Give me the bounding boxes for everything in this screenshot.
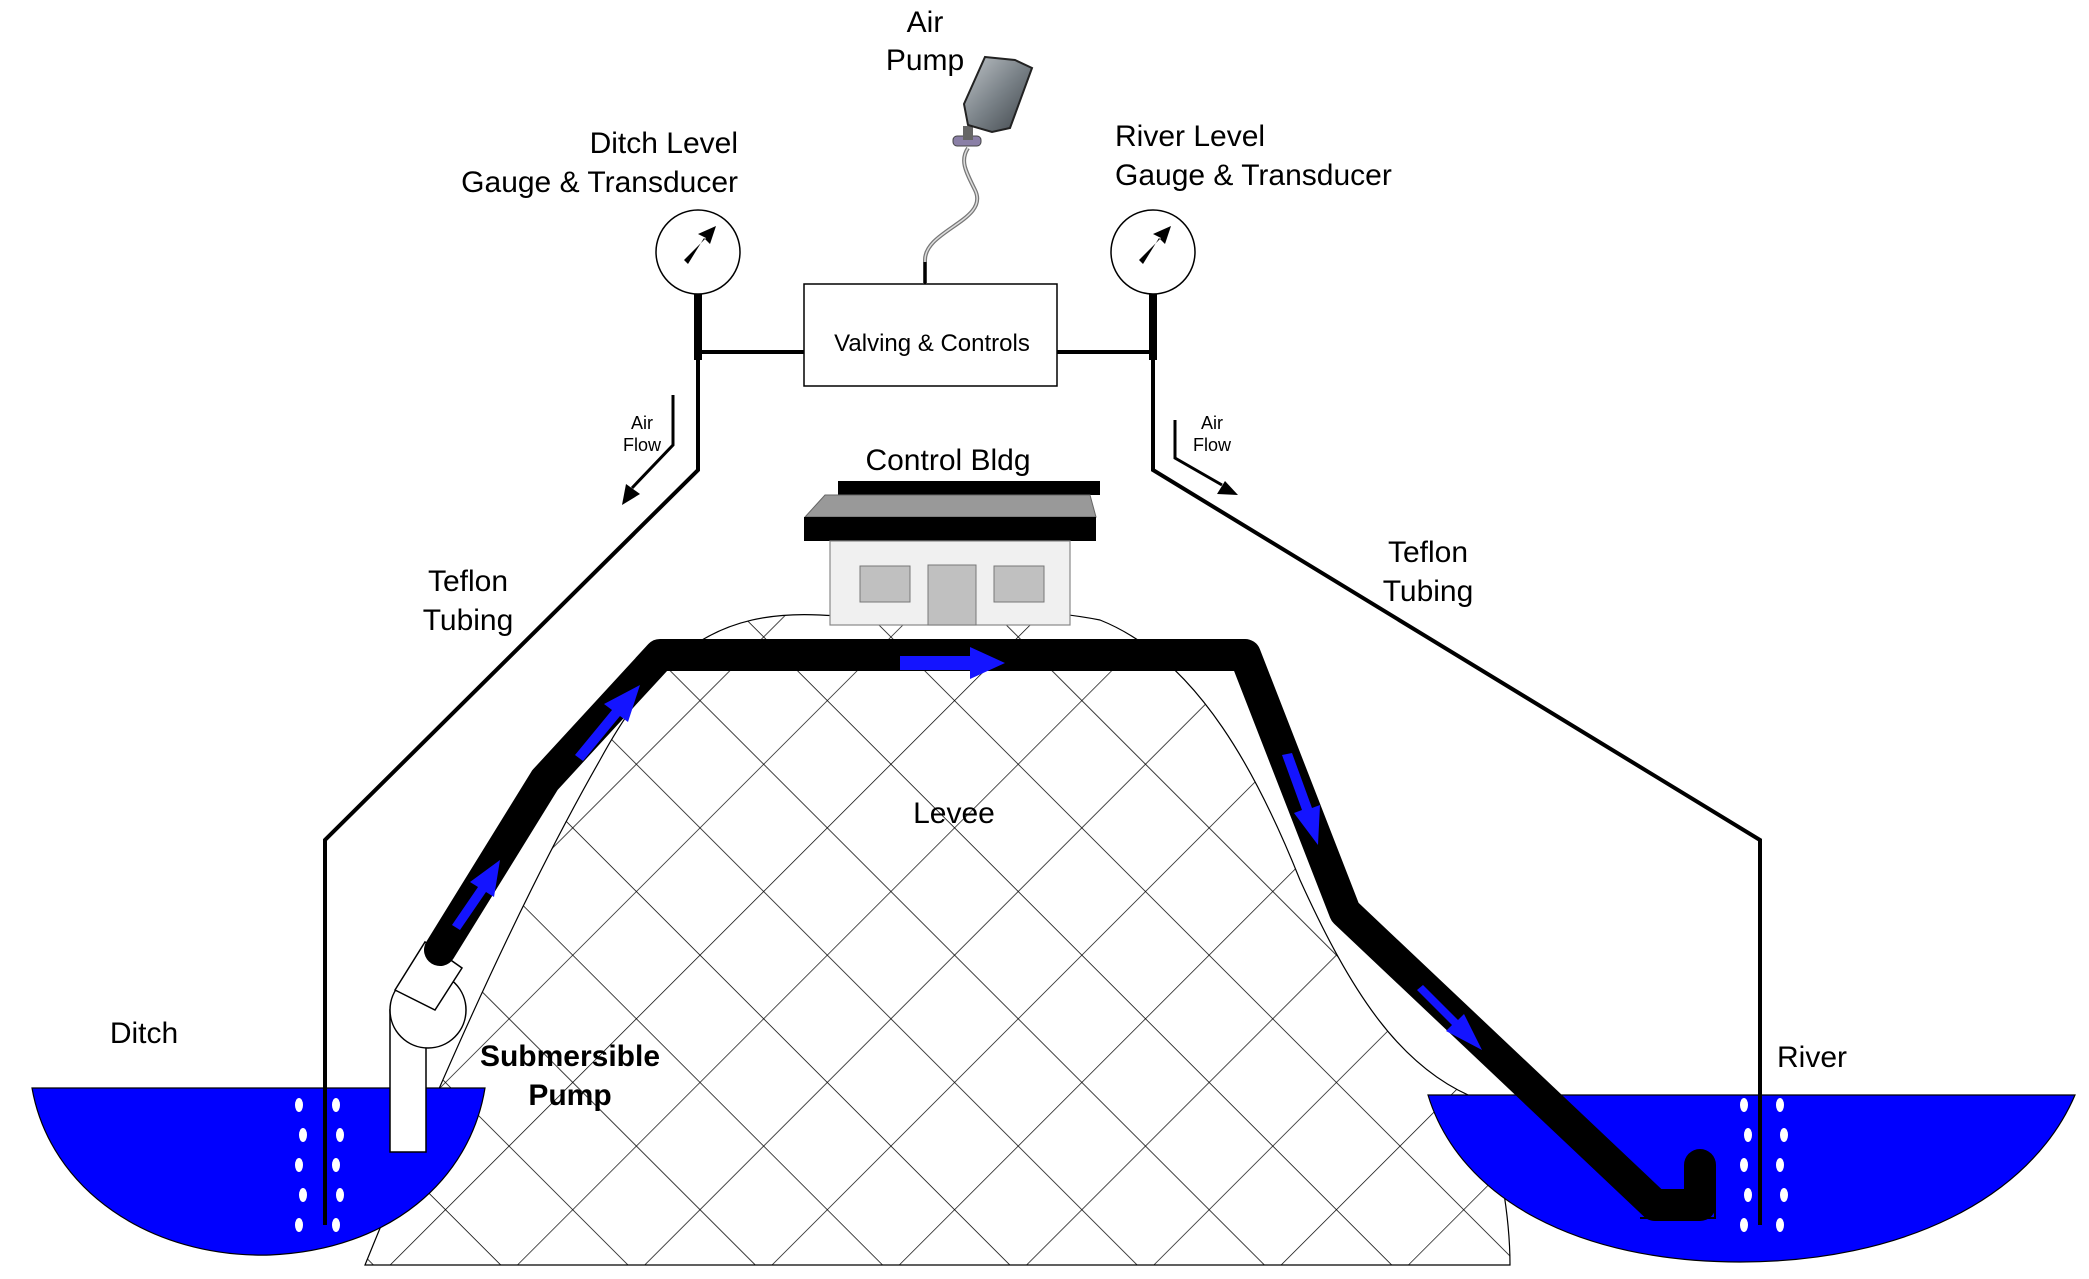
air-flow-label-right-line1: Air <box>1201 413 1223 433</box>
levee-mound <box>364 610 1511 1266</box>
air-bubble <box>295 1218 303 1232</box>
teflon-tubing-right-line1: Teflon <box>1388 536 1468 569</box>
building-door <box>927 564 977 626</box>
flow-arrow-2 <box>575 685 640 761</box>
air-pump-label-line2: Pump <box>886 44 964 77</box>
air-bubble <box>1776 1098 1784 1112</box>
submersible-pump[interactable] <box>389 940 467 1153</box>
ditch-water[interactable] <box>31 1087 486 1256</box>
discharge-pipe-outlet <box>1640 1170 1716 1219</box>
flow-arrow-1 <box>452 860 500 930</box>
air-bubble <box>1744 1128 1752 1142</box>
air-bubble <box>295 1158 303 1172</box>
control-building[interactable] <box>803 481 1100 626</box>
ditch-gauge-label-line1: Ditch Level <box>590 127 738 160</box>
air-flow-arrowhead-right <box>1217 481 1238 495</box>
flow-arrow-5 <box>1417 985 1482 1050</box>
air-bubble <box>336 1128 344 1142</box>
air-flow-arrowhead-left <box>622 484 640 505</box>
air-bubble <box>1744 1188 1752 1202</box>
ditch-level-gauge[interactable] <box>655 209 741 360</box>
air-bubble <box>1740 1158 1748 1172</box>
river-air-bubbles <box>1740 1098 1788 1232</box>
diagram-labels: Air Pump Ditch Level Gauge & Transducer … <box>110 6 1847 1112</box>
river-water[interactable] <box>1427 1094 2076 1263</box>
air-pump-label-line1: Air <box>907 6 944 39</box>
river-level-gauge[interactable] <box>1110 209 1196 360</box>
flow-arrow-3 <box>900 647 1005 679</box>
submersible-pump-label-line1: Submersible <box>480 1040 660 1073</box>
air-bubble <box>1776 1218 1784 1232</box>
air-bubble <box>332 1218 340 1232</box>
air-bubble <box>1780 1188 1788 1202</box>
air-pump-icon <box>962 55 1034 134</box>
building-window-left <box>859 565 911 603</box>
ditch-air-bubbles <box>295 1098 344 1232</box>
air-bubble <box>1740 1218 1748 1232</box>
teflon-tubing-right-line2: Tubing <box>1383 575 1474 608</box>
air-flow-arrow-right <box>1173 420 1223 487</box>
air-flow-label-right-line2: Flow <box>1193 435 1232 455</box>
teflon-tubing-left <box>323 354 700 1225</box>
building-window-right <box>993 565 1045 603</box>
air-bubble <box>1740 1098 1748 1112</box>
air-bubble <box>332 1098 340 1112</box>
air-pump[interactable] <box>923 55 1034 284</box>
submersible-pump-label-line2: Pump <box>528 1079 611 1112</box>
teflon-tubing-right <box>1151 354 1762 1225</box>
pressure-gauge-icon <box>684 226 716 264</box>
air-bubble <box>336 1188 344 1202</box>
air-flow-label-left-line1: Air <box>631 413 653 433</box>
pressure-gauge-icon <box>1139 226 1171 264</box>
ditch-label: Ditch <box>110 1017 178 1050</box>
levee-label: Levee <box>913 797 995 830</box>
teflon-tubing-left-line1: Teflon <box>428 565 508 598</box>
air-flow-label-left-line2: Flow <box>623 435 662 455</box>
air-bubble <box>1776 1158 1784 1172</box>
flow-arrow-4 <box>1282 753 1320 845</box>
river-gauge-label-line2: Gauge & Transducer <box>1115 159 1392 192</box>
air-bubble <box>332 1158 340 1172</box>
air-bubble <box>299 1128 307 1142</box>
air-flow-arrow-left <box>630 395 675 490</box>
ditch-gauge-label-line2: Gauge & Transducer <box>461 166 738 199</box>
valving-label: Valving & Controls <box>834 330 1030 357</box>
air-bubble <box>299 1188 307 1202</box>
river-gauge-label-line1: River Level <box>1115 120 1265 153</box>
teflon-tubing-left-line2: Tubing <box>423 604 514 637</box>
pipe-flow-arrows <box>452 647 1482 1050</box>
river-label: River <box>1777 1041 1847 1074</box>
air-bubble <box>295 1098 303 1112</box>
control-bldg-label: Control Bldg <box>865 444 1030 477</box>
valving-controls-box[interactable] <box>803 283 1058 387</box>
air-bubble <box>1780 1128 1788 1142</box>
